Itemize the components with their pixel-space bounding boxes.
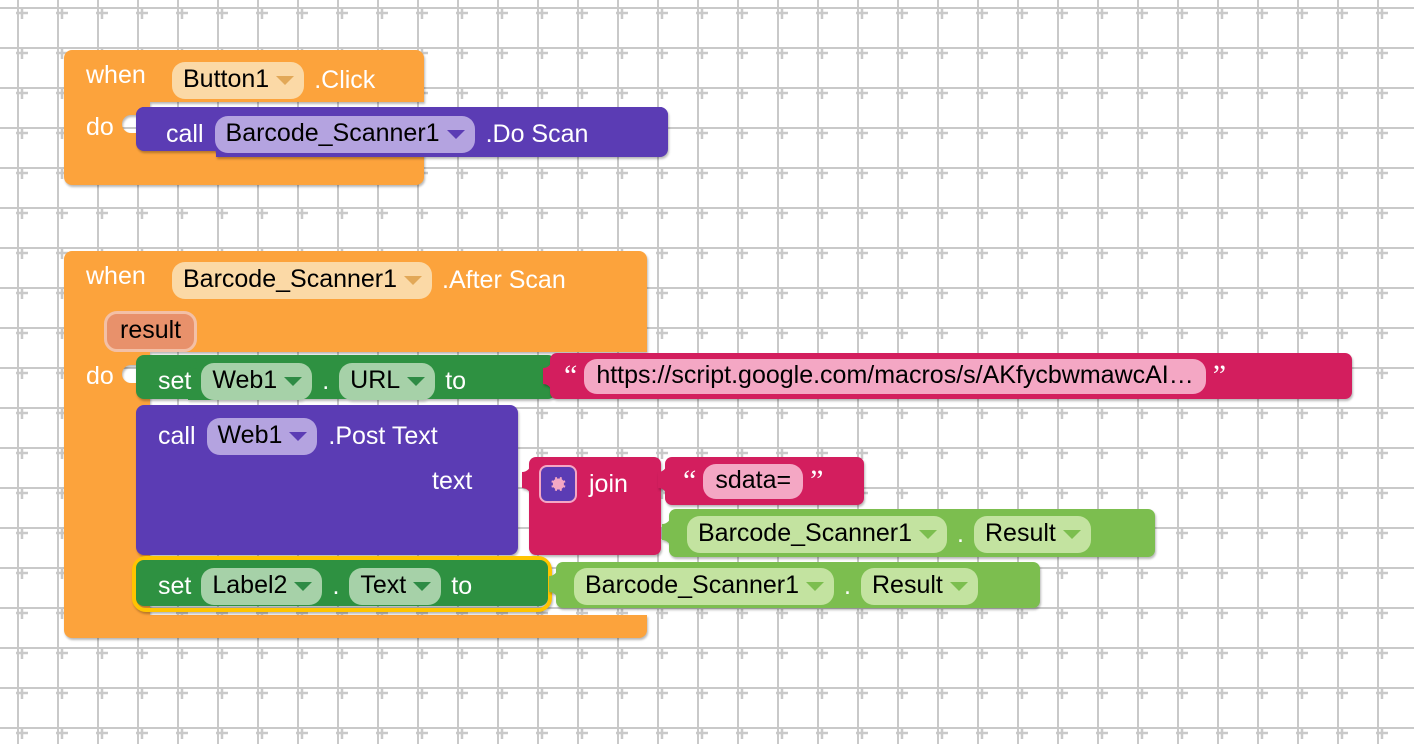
quote-close-glyph: ” bbox=[1212, 359, 1227, 393]
set-label2-to-label: to bbox=[451, 571, 473, 600]
getter-block-barcode-result-label[interactable]: Barcode_Scanner1 . Result bbox=[548, 562, 1040, 610]
text-block-sdata-content: “ sdata= ” bbox=[683, 464, 823, 499]
post-text-component-dropdown[interactable]: Web1 bbox=[206, 418, 318, 455]
set-url-component-dropdown[interactable]: Web1 bbox=[201, 363, 313, 400]
quote-open-glyph: “ bbox=[683, 464, 697, 498]
event2-do-label: do bbox=[86, 362, 114, 390]
post-text-component-label: Web1 bbox=[217, 421, 283, 449]
set-url-component-label: Web1 bbox=[212, 366, 278, 394]
set-label2-property-dropdown[interactable]: Text bbox=[349, 568, 442, 605]
getter-join-property-dropdown[interactable]: Result bbox=[974, 516, 1091, 553]
event2-header-fields: Barcode_Scanner1 .After Scan bbox=[172, 262, 566, 299]
getter-join-property-label: Result bbox=[985, 519, 1056, 547]
event-block-barcode-scanner1-after-scan[interactable]: when do result bbox=[64, 251, 647, 638]
join-block-content: join bbox=[539, 465, 628, 503]
set-url-keyword-label: set bbox=[158, 366, 192, 395]
event1-component-label: Button1 bbox=[183, 65, 270, 93]
chevron-down-icon bbox=[919, 530, 938, 540]
chevron-down-icon bbox=[446, 130, 465, 140]
getter-label-property-label: Result bbox=[872, 571, 943, 599]
set-label2-component-label: Label2 bbox=[212, 571, 288, 599]
chevron-down-icon bbox=[294, 582, 313, 592]
event2-event-label: .After Scan bbox=[442, 265, 566, 294]
set-label2-component-dropdown[interactable]: Label2 bbox=[201, 568, 323, 605]
call-block-web1-post-text[interactable]: call Web1 .Post Text text bbox=[136, 405, 518, 555]
chevron-down-icon bbox=[949, 582, 968, 592]
text-block-url-value[interactable]: “ https://script.google.com/macros/s/AKf… bbox=[542, 353, 1352, 401]
setter-url-content: set Web1 . URL to bbox=[158, 363, 466, 400]
post-text-header: call Web1 .Post Text bbox=[158, 418, 438, 455]
event1-component-dropdown[interactable]: Button1 bbox=[172, 62, 305, 99]
set-label2-dot-separator: . bbox=[332, 571, 340, 600]
event1-do-label: do bbox=[86, 113, 114, 141]
quote-close-glyph: ” bbox=[810, 464, 824, 498]
set-label2-property-label: Text bbox=[360, 571, 407, 599]
getter-label-component-dropdown[interactable]: Barcode_Scanner1 bbox=[574, 568, 835, 605]
getter-join-component-label: Barcode_Scanner1 bbox=[698, 519, 913, 547]
call1-component-label: Barcode_Scanner1 bbox=[225, 119, 440, 147]
event2-component-label: Barcode_Scanner1 bbox=[183, 265, 398, 293]
chevron-down-icon bbox=[276, 76, 295, 86]
set-url-dot-separator: . bbox=[322, 366, 330, 395]
event2-parameter-label: result bbox=[120, 316, 182, 344]
call1-component-dropdown[interactable]: Barcode_Scanner1 bbox=[214, 116, 475, 153]
call1-method-label: .Do Scan bbox=[485, 119, 589, 148]
getter-join-dot-separator: . bbox=[957, 519, 964, 548]
gear-glyph bbox=[551, 477, 566, 491]
call-block-1-content: call Barcode_Scanner1 .Do Scan bbox=[166, 116, 588, 153]
gear-icon[interactable] bbox=[539, 465, 577, 503]
getter-label-property-dropdown[interactable]: Result bbox=[861, 568, 978, 605]
set-url-property-label: URL bbox=[350, 366, 401, 394]
event2-component-dropdown[interactable]: Barcode_Scanner1 bbox=[172, 262, 433, 299]
url-text-input[interactable]: https://script.google.com/macros/s/AKfyc… bbox=[584, 359, 1206, 394]
chevron-down-icon bbox=[407, 377, 426, 387]
getter-label-content: Barcode_Scanner1 . Result bbox=[574, 568, 978, 605]
post-text-socket-label: text bbox=[432, 467, 473, 495]
call-block-barcode-scanner1-do-scan[interactable]: call Barcode_Scanner1 .Do Scan bbox=[136, 107, 668, 157]
set-url-to-label: to bbox=[445, 366, 467, 395]
event2-parameter-chip[interactable]: result bbox=[104, 311, 198, 352]
post-text-call-label: call bbox=[158, 421, 196, 450]
getter-join-content: Barcode_Scanner1 . Result bbox=[687, 516, 1091, 553]
quote-open-glyph: “ bbox=[564, 359, 578, 393]
text-block-url-content: “ https://script.google.com/macros/s/AKf… bbox=[564, 359, 1226, 394]
post-text-method-label: .Post Text bbox=[328, 421, 438, 450]
url-text-value: https://script.google.com/macros/s/AKfyc… bbox=[596, 361, 1194, 389]
sdata-text-value: sdata= bbox=[715, 466, 792, 494]
getter-join-component-dropdown[interactable]: Barcode_Scanner1 bbox=[687, 516, 948, 553]
join-label: join bbox=[589, 469, 628, 498]
event1-header-fields: Button1 .Click bbox=[172, 62, 375, 99]
chevron-down-icon bbox=[289, 432, 308, 442]
setter-label2-content: set Label2 . Text to bbox=[158, 568, 472, 605]
event1-event-label: .Click bbox=[314, 65, 376, 94]
chevron-down-icon bbox=[404, 276, 423, 286]
event1-when-label: when bbox=[86, 61, 146, 89]
getter-block-barcode-result-join[interactable]: Barcode_Scanner1 . Result bbox=[661, 509, 1155, 559]
getter-label-dot-separator: . bbox=[844, 571, 851, 600]
sdata-text-input[interactable]: sdata= bbox=[703, 464, 804, 499]
chevron-down-icon bbox=[1062, 530, 1081, 540]
setter-block-label2-text[interactable]: set Label2 . Text to bbox=[132, 556, 552, 612]
setter-block-web1-url[interactable]: set Web1 . URL to bbox=[136, 355, 556, 403]
event2-when-label: when bbox=[86, 262, 146, 290]
text-block-sdata[interactable]: “ sdata= ” bbox=[657, 457, 864, 507]
call1-keyword-label: call bbox=[166, 119, 204, 148]
chevron-down-icon bbox=[284, 377, 303, 387]
set-url-property-dropdown[interactable]: URL bbox=[339, 363, 436, 400]
set-label2-keyword-label: set bbox=[158, 571, 192, 600]
chevron-down-icon bbox=[413, 582, 432, 592]
event-block-2-shape bbox=[64, 251, 647, 638]
chevron-down-icon bbox=[806, 582, 825, 592]
getter-label-component-label: Barcode_Scanner1 bbox=[585, 571, 800, 599]
join-block[interactable]: join bbox=[521, 457, 661, 555]
